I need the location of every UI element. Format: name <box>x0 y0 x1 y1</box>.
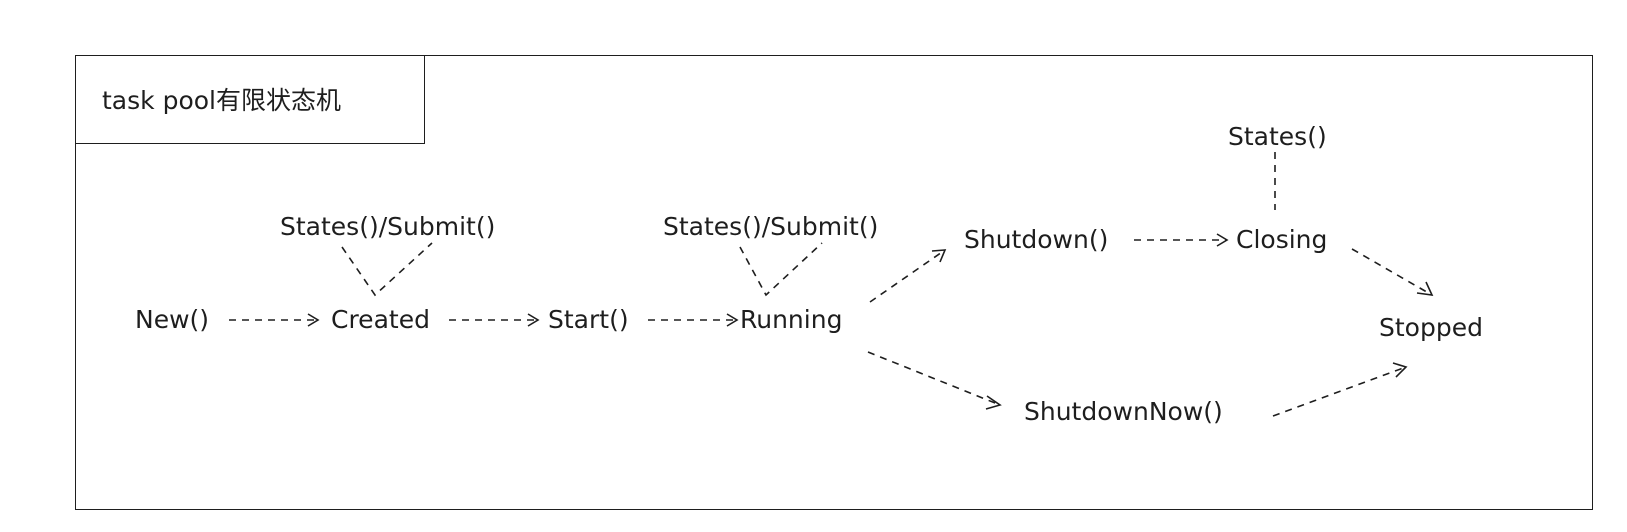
edge-shutdownnow-stopped <box>1272 366 1407 417</box>
node-new: New() <box>135 305 210 334</box>
node-start: Start() <box>548 305 629 334</box>
node-closing: Closing <box>1236 225 1328 254</box>
loop-label-created: States()/Submit() <box>280 212 496 241</box>
title-box <box>75 55 425 144</box>
loop-created <box>341 242 433 297</box>
edge-running-shutdownnow <box>867 351 1001 406</box>
arrowhead <box>931 249 947 263</box>
node-created: Created <box>331 305 430 334</box>
arrowhead <box>1216 233 1229 247</box>
arrowhead <box>1416 281 1434 296</box>
edge-running-shutdown <box>869 249 946 303</box>
edge-closing-stopped <box>1351 248 1433 296</box>
loop-running <box>739 242 823 297</box>
diagram-title: task pool有限状态机 <box>102 86 341 115</box>
node-running: Running <box>740 305 843 334</box>
arrowhead <box>1392 362 1408 378</box>
diagram-frame <box>75 55 1593 510</box>
node-shutdown-now: ShutdownNow() <box>1024 397 1223 426</box>
loop-label-closing: States() <box>1228 122 1327 151</box>
node-shutdown: Shutdown() <box>964 225 1109 254</box>
arrowhead <box>527 313 540 327</box>
arrowhead <box>985 395 1002 410</box>
arrowhead <box>726 313 739 327</box>
arrowhead <box>307 313 320 327</box>
loop-label-running: States()/Submit() <box>663 212 879 241</box>
node-stopped: Stopped <box>1379 313 1483 342</box>
